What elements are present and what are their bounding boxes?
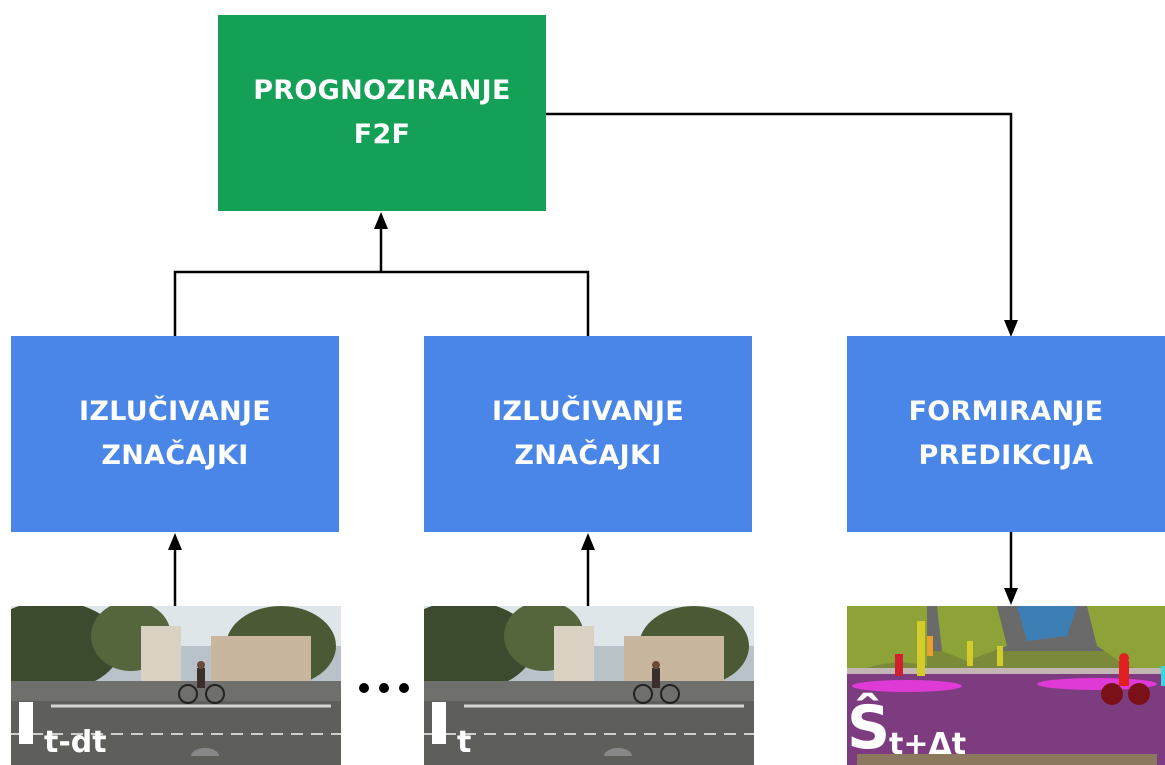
symbol-i-bar: [19, 702, 33, 744]
prediction-forming-box: FORMIRANJE PREDIKCIJA: [847, 336, 1165, 532]
frame-current-subscript: t: [457, 725, 472, 760]
feature-right-line2: ZNAČAJKI: [514, 440, 662, 471]
input-frame-current: t: [424, 606, 754, 765]
arrow-forecast-to-prediction: [546, 112, 1013, 322]
feature-right-line1: IZLUČIVANJE: [492, 396, 684, 427]
ellipsis-dots: [359, 683, 409, 693]
arrow-feature-right-to-forecast: [381, 270, 590, 336]
frame-past-subscript: t-dt: [44, 725, 107, 760]
street-scene-image: [424, 606, 754, 765]
segmentation-map-image: [847, 606, 1165, 765]
symbol-s-hat: Ŝ: [847, 693, 891, 763]
prediction-line2: PREDIKCIJA: [918, 440, 1094, 471]
output-segmentation-frame: Ŝ t+Δt: [847, 606, 1165, 765]
forecast-f2f-box: PROGNOZIRANJE F2F: [218, 15, 546, 211]
input-frame-past: t-dt: [11, 606, 341, 765]
forecast-line1: PROGNOZIRANJE: [253, 75, 511, 106]
street-scene-image: [11, 606, 341, 765]
feature-extraction-box-left: IZLUČIVANJE ZNAČAJKI: [11, 336, 339, 532]
feature-left-line1: IZLUČIVANJE: [79, 396, 271, 427]
frame-output-subscript: t+Δt: [889, 727, 967, 762]
prediction-line1: FORMIRANJE: [908, 396, 1104, 427]
feature-left-line2: ZNAČAJKI: [101, 440, 249, 471]
arrow-feature-left-to-forecast: [173, 270, 381, 336]
forecast-line2: F2F: [353, 119, 411, 150]
feature-extraction-box-right: IZLUČIVANJE ZNAČAJKI: [424, 336, 752, 532]
symbol-i-bar: [432, 702, 446, 744]
